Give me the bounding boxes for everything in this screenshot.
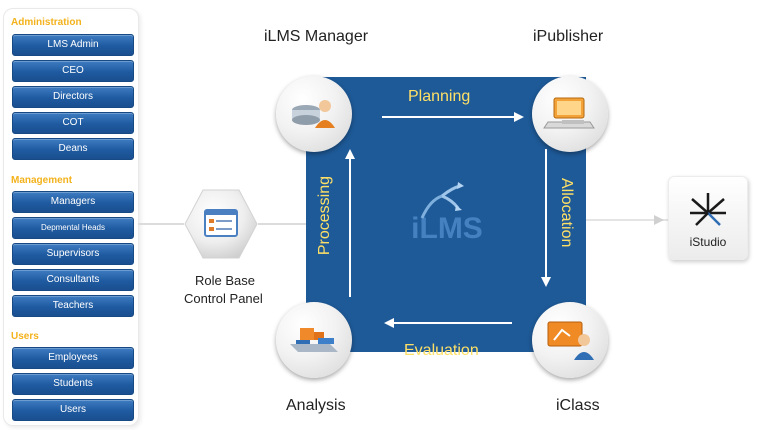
role-sidebar: Administration LMS Admin CEO Directors C… <box>3 8 139 426</box>
analysis-node[interactable] <box>276 302 352 378</box>
role-button-employees[interactable]: Employees <box>12 347 134 369</box>
ilms-manager-icon <box>292 100 335 128</box>
node-label-analysis: Analysis <box>286 397 346 414</box>
flow-label-planning: Planning <box>408 88 471 105</box>
istudio-label: iStudio <box>689 235 727 249</box>
cycle-arrows <box>345 112 551 328</box>
role-button-students[interactable]: Students <box>12 373 134 395</box>
node-label-ipublisher: iPublisher <box>533 28 604 45</box>
istudio-panel[interactable]: iStudio <box>668 176 748 260</box>
flow-label-processing: Processing <box>316 176 333 256</box>
flow-label-allocation: Allocation <box>558 178 575 248</box>
group-title-users: Users <box>11 331 39 342</box>
iclass-node[interactable] <box>532 302 608 378</box>
connector-arrow-head <box>654 215 664 225</box>
role-button-lms-admin[interactable]: LMS Admin <box>12 34 134 56</box>
connector-panel-to-square <box>258 223 306 225</box>
iclass-icon <box>547 321 594 360</box>
role-button-directors[interactable]: Directors <box>12 86 134 108</box>
ipublisher-node[interactable] <box>532 76 608 152</box>
node-label-ilms-manager: iLMS Manager <box>264 28 369 45</box>
role-button-deans[interactable]: Deans <box>12 138 134 160</box>
group-title-administration: Administration <box>11 17 82 28</box>
connector-sidebar-to-panel <box>138 223 184 225</box>
node-label-iclass: iClass <box>556 397 600 414</box>
role-button-departmental-heads[interactable]: Depmental Heads <box>12 217 134 239</box>
role-button-teachers[interactable]: Teachers <box>12 295 134 317</box>
ilms-manager-node[interactable] <box>276 76 352 152</box>
ilms-logo: iLMS <box>411 182 483 245</box>
role-control-panel-icon[interactable] <box>183 186 259 262</box>
istudio-icon <box>690 193 726 226</box>
role-button-ceo[interactable]: CEO <box>12 60 134 82</box>
ipublisher-icon <box>543 97 595 129</box>
role-button-supervisors[interactable]: Supervisors <box>12 243 134 265</box>
role-button-managers[interactable]: Managers <box>12 191 134 213</box>
role-button-consultants[interactable]: Consultants <box>12 269 134 291</box>
role-button-users[interactable]: Users <box>12 399 134 421</box>
group-title-management: Management <box>11 175 73 186</box>
control-panel-label: Role Base Control Panel <box>184 273 263 306</box>
analysis-icon <box>290 328 338 352</box>
role-button-cot[interactable]: COT <box>12 112 134 134</box>
flow-label-evaluation: Evaluation <box>404 342 479 359</box>
connector-square-to-istudio <box>586 219 668 221</box>
